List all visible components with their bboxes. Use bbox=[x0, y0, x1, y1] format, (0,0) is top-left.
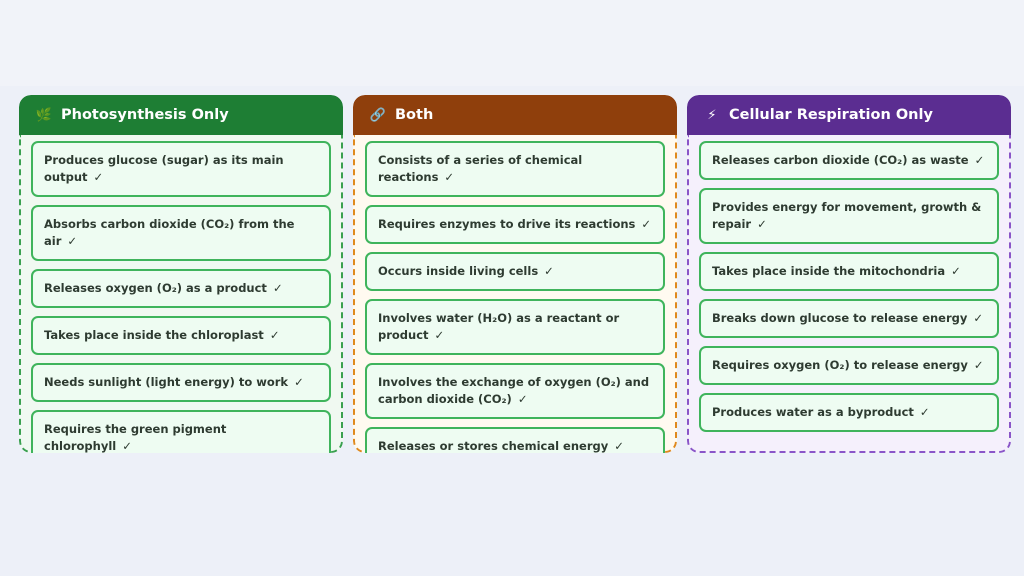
list-item: Requires oxygen (O₂) to release energy ✓ bbox=[699, 346, 999, 385]
column-header: ⚡ Cellular Respiration Only bbox=[687, 95, 1011, 135]
list-item: Releases carbon dioxide (CO₂) as waste ✓ bbox=[699, 141, 999, 180]
list-item: Takes place inside the chloroplast ✓ bbox=[31, 316, 331, 355]
check-icon: ✓ bbox=[544, 264, 554, 278]
column-body: Releases carbon dioxide (CO₂) as waste✓P… bbox=[687, 135, 1011, 453]
item-text: Consists of a series of chemical reactio… bbox=[378, 153, 583, 184]
list-item: Occurs inside living cells ✓ bbox=[365, 252, 665, 291]
check-icon: ✓ bbox=[272, 281, 283, 295]
check-icon: ✓ bbox=[973, 311, 984, 325]
item-text: Produces water as a byproduct bbox=[712, 405, 914, 419]
item-text: Provides energy for movement, growth & r… bbox=[712, 200, 982, 231]
column-header: 🔗 Both bbox=[353, 95, 677, 135]
item-text: Produces glucose (sugar) as its main out… bbox=[44, 153, 284, 184]
list-item: Produces water as a byproduct ✓ bbox=[699, 393, 999, 432]
item-text: Takes place inside the mitochondria bbox=[712, 264, 946, 278]
item-text: Releases oxygen (O₂) as a product bbox=[44, 281, 267, 295]
check-icon: ✓ bbox=[122, 439, 132, 453]
item-text: Requires oxygen (O₂) to release energy bbox=[712, 358, 968, 372]
column-title: Photosynthesis Only bbox=[61, 107, 229, 123]
item-text: Releases or stores chemical energy bbox=[378, 439, 609, 453]
column-both: 🔗 Both Consists of a series of chemical … bbox=[353, 95, 677, 453]
check-icon: ✓ bbox=[757, 217, 767, 231]
item-text: Releases carbon dioxide (CO₂) as waste bbox=[712, 153, 969, 167]
check-icon: ✓ bbox=[614, 439, 624, 453]
list-item: Breaks down glucose to release energy ✓ bbox=[699, 299, 999, 338]
check-icon: ✓ bbox=[517, 392, 528, 406]
check-icon: ✓ bbox=[269, 328, 280, 342]
check-icon: ✓ bbox=[973, 358, 984, 372]
item-text: Requires enzymes to drive its reactions bbox=[378, 217, 636, 231]
lightning-icon: ⚡ bbox=[707, 107, 717, 123]
top-band bbox=[0, 0, 1024, 86]
check-icon: ✓ bbox=[434, 328, 445, 342]
column-body: Consists of a series of chemical reactio… bbox=[353, 135, 677, 453]
column-title: Both bbox=[395, 107, 434, 123]
check-icon: ✓ bbox=[67, 234, 78, 248]
list-item: Provides energy for movement, growth & r… bbox=[699, 188, 999, 244]
item-text: Needs sunlight (light energy) to work bbox=[44, 375, 289, 389]
item-text: Takes place inside the chloroplast bbox=[44, 328, 264, 342]
list-item: Absorbs carbon dioxide (CO₂) from the ai… bbox=[31, 205, 331, 261]
item-text: Requires the green pigment chlorophyll bbox=[44, 422, 227, 453]
list-item: Needs sunlight (light energy) to work ✓ bbox=[31, 363, 331, 402]
item-text: Occurs inside living cells bbox=[378, 264, 539, 278]
item-text: Involves the exchange of oxygen (O₂) and… bbox=[378, 375, 650, 406]
check-icon: ✓ bbox=[444, 170, 455, 184]
list-item: Releases or stores chemical energy ✓ bbox=[365, 427, 665, 453]
list-item: Releases oxygen (O₂) as a product ✓ bbox=[31, 269, 331, 308]
column-header: 🌿 Photosynthesis Only bbox=[19, 95, 343, 135]
list-item: Consists of a series of chemical reactio… bbox=[365, 141, 665, 197]
check-icon: ✓ bbox=[951, 264, 961, 278]
check-icon: ✓ bbox=[93, 170, 104, 184]
column-photosynthesis-only: 🌿 Photosynthesis Only Produces glucose (… bbox=[19, 95, 343, 453]
column-title: Cellular Respiration Only bbox=[729, 107, 933, 123]
item-text: Involves water (H₂O) as a reactant or pr… bbox=[378, 311, 620, 342]
check-icon: ✓ bbox=[974, 153, 985, 167]
item-text: Absorbs carbon dioxide (CO₂) from the ai… bbox=[44, 217, 295, 248]
list-item: Requires the green pigment chlorophyll✓ bbox=[31, 410, 331, 453]
list-item: Requires enzymes to drive its reactions ✓ bbox=[365, 205, 665, 244]
list-item: Involves water (H₂O) as a reactant or pr… bbox=[365, 299, 665, 355]
column-cellular-respiration-only: ⚡ Cellular Respiration Only Releases car… bbox=[687, 95, 1011, 453]
list-item: Involves the exchange of oxygen (O₂) and… bbox=[365, 363, 665, 419]
check-icon: ✓ bbox=[294, 375, 304, 389]
check-icon: ✓ bbox=[641, 217, 652, 231]
item-text: Breaks down glucose to release energy bbox=[712, 311, 968, 325]
column-body: Produces glucose (sugar) as its main out… bbox=[19, 135, 343, 453]
list-item: Takes place inside the mitochondria ✓ bbox=[699, 252, 999, 291]
link-icon: 🔗 bbox=[369, 107, 387, 123]
leaf-icon: 🌿 bbox=[35, 107, 53, 123]
check-icon: ✓ bbox=[919, 405, 930, 419]
list-item: Produces glucose (sugar) as its main out… bbox=[31, 141, 331, 197]
